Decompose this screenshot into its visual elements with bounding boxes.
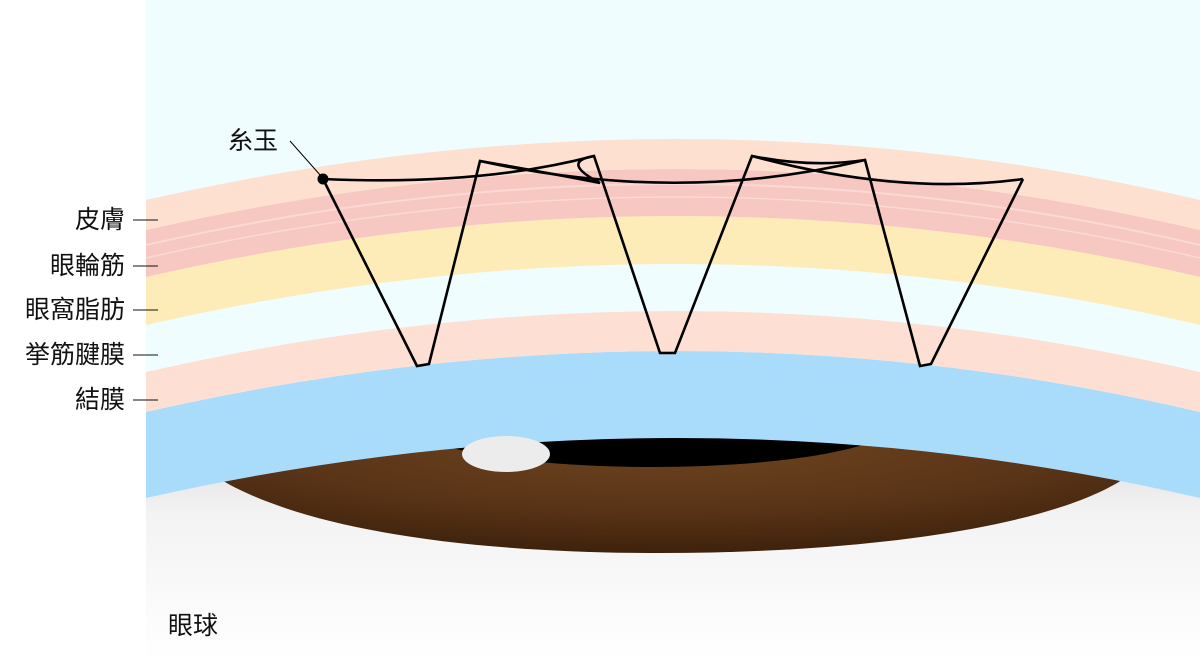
suture-thread bbox=[321, 154, 1025, 368]
conjunctiva-label: 結膜 bbox=[74, 385, 125, 414]
knot-leader-line bbox=[289, 140, 322, 177]
levator-aponeurosis-layer bbox=[146, 311, 1200, 412]
muscle-fiber-line bbox=[146, 196, 1200, 259]
levator-gap-layer bbox=[146, 264, 1200, 372]
corneal-highlight bbox=[462, 436, 550, 472]
eyeball-label: 眼球 bbox=[168, 611, 219, 640]
muscle-fiber-line bbox=[146, 183, 1200, 246]
knot-label: 糸玉 bbox=[228, 126, 279, 155]
conjunctiva-layer bbox=[146, 351, 1200, 498]
orbital-fat-label: 眼窩脂肪 bbox=[24, 295, 125, 324]
orbital-fat-layer bbox=[146, 216, 1200, 325]
knot-dot bbox=[317, 173, 329, 185]
orbicularis-muscle-layer bbox=[146, 169, 1200, 277]
skin-layer bbox=[146, 139, 1200, 230]
orbicularis-label: 眼輪筋 bbox=[49, 251, 125, 280]
skin-label: 皮膚 bbox=[74, 205, 125, 234]
levator-label: 挙筋腱膜 bbox=[24, 340, 125, 369]
